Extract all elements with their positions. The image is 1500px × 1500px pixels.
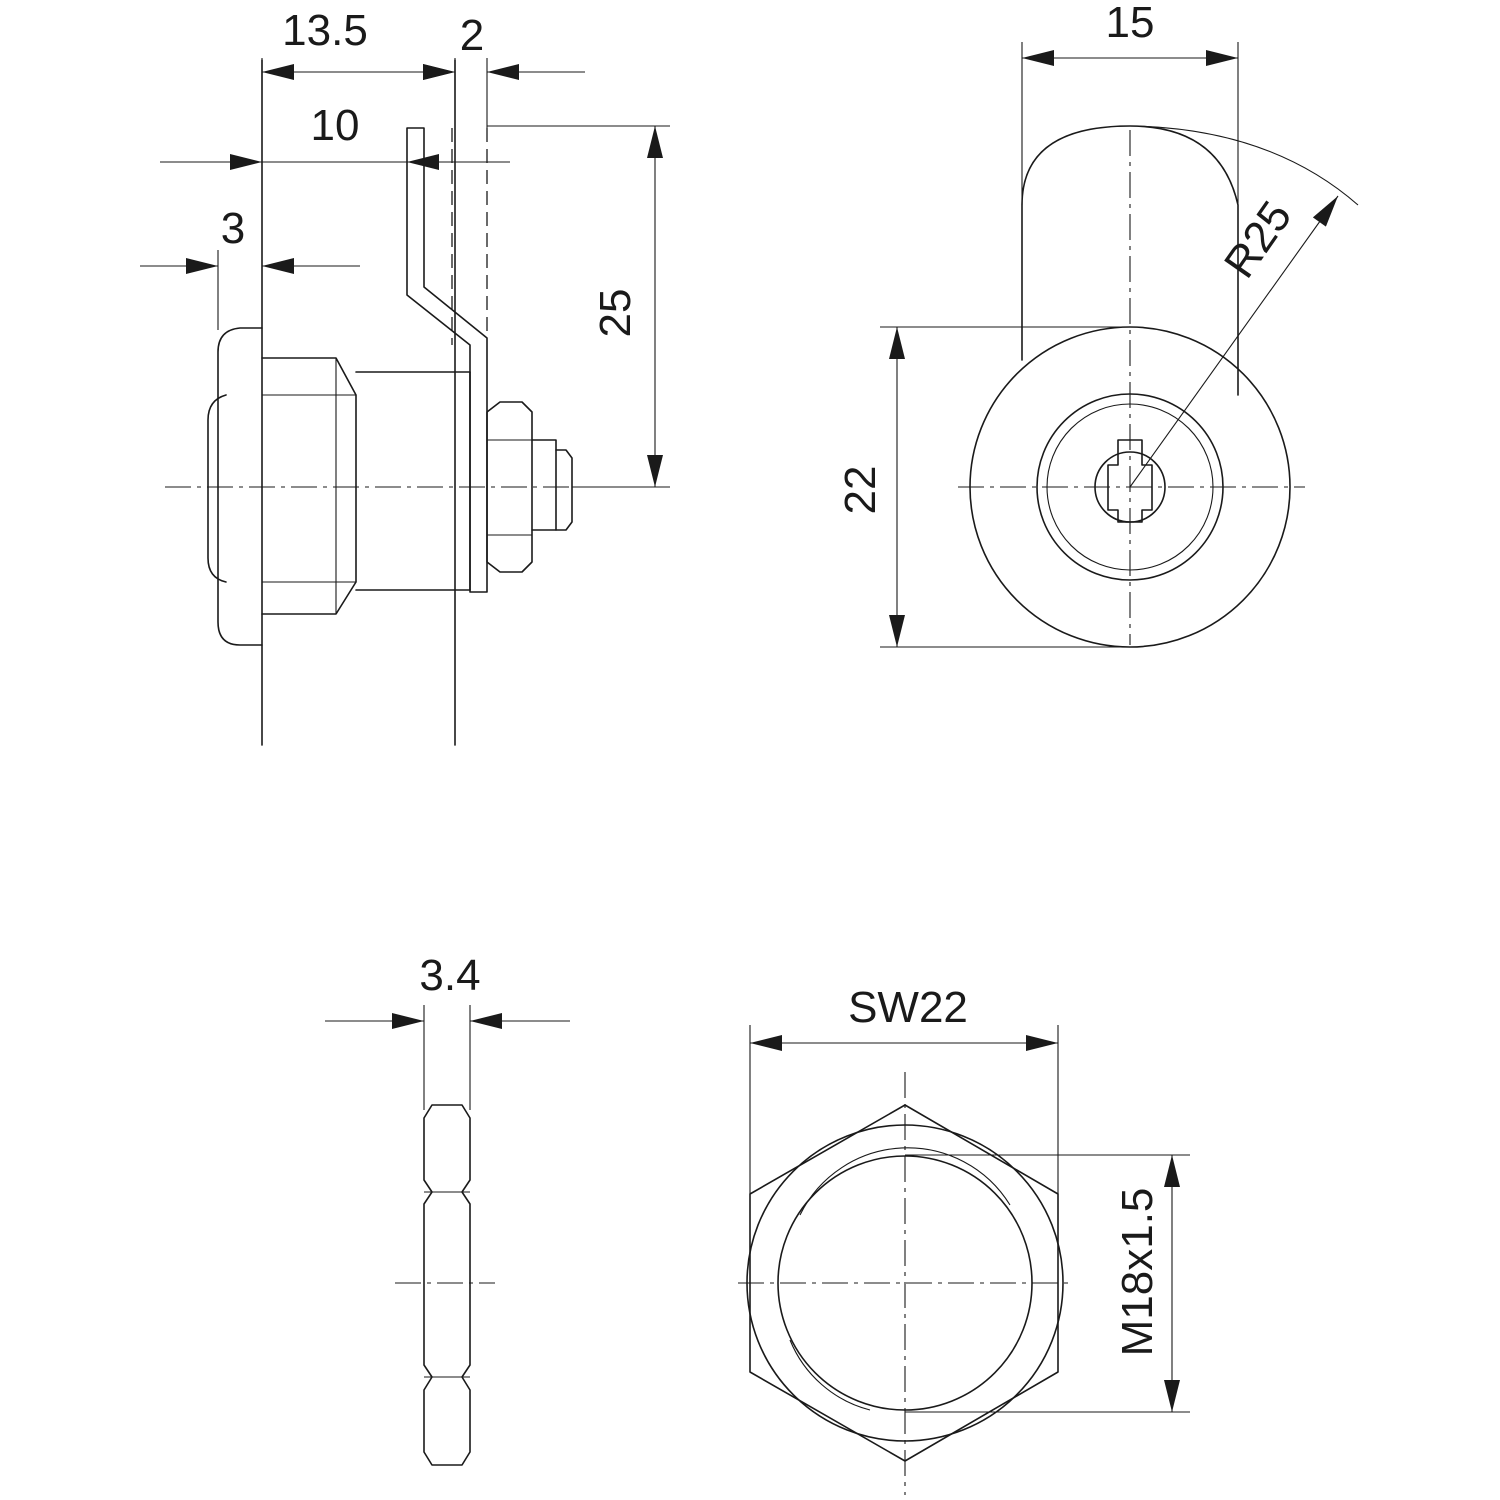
dim-15-label: 15 xyxy=(1106,0,1155,47)
side-view xyxy=(165,59,600,746)
dim-sw22-label: SW22 xyxy=(848,983,968,1032)
dim-m18-label: M18x1.5 xyxy=(1113,1188,1162,1357)
front-view-dimensions: 15 R25 22 xyxy=(836,0,1339,648)
dim-r25-label: R25 xyxy=(1215,193,1301,287)
dim-3-label: 3 xyxy=(221,204,245,253)
dim-3-4-label: 3.4 xyxy=(419,951,480,1000)
nut-front-view xyxy=(738,1072,1072,1495)
dim-22-label: 22 xyxy=(836,466,885,515)
dim-13-5-label: 13.5 xyxy=(282,6,368,55)
side-view-dimensions: 13.5 2 10 3 25 xyxy=(140,6,670,488)
dim-10-label: 10 xyxy=(311,101,360,150)
dim-2-label: 2 xyxy=(460,11,484,60)
dim-25-label: 25 xyxy=(591,289,640,338)
nut-side-dimensions: 3.4 xyxy=(325,951,570,1110)
front-view xyxy=(958,125,1359,648)
nut-side-view xyxy=(395,1104,495,1466)
nut-front-dimensions: SW22 M18x1.5 xyxy=(749,983,1190,1413)
